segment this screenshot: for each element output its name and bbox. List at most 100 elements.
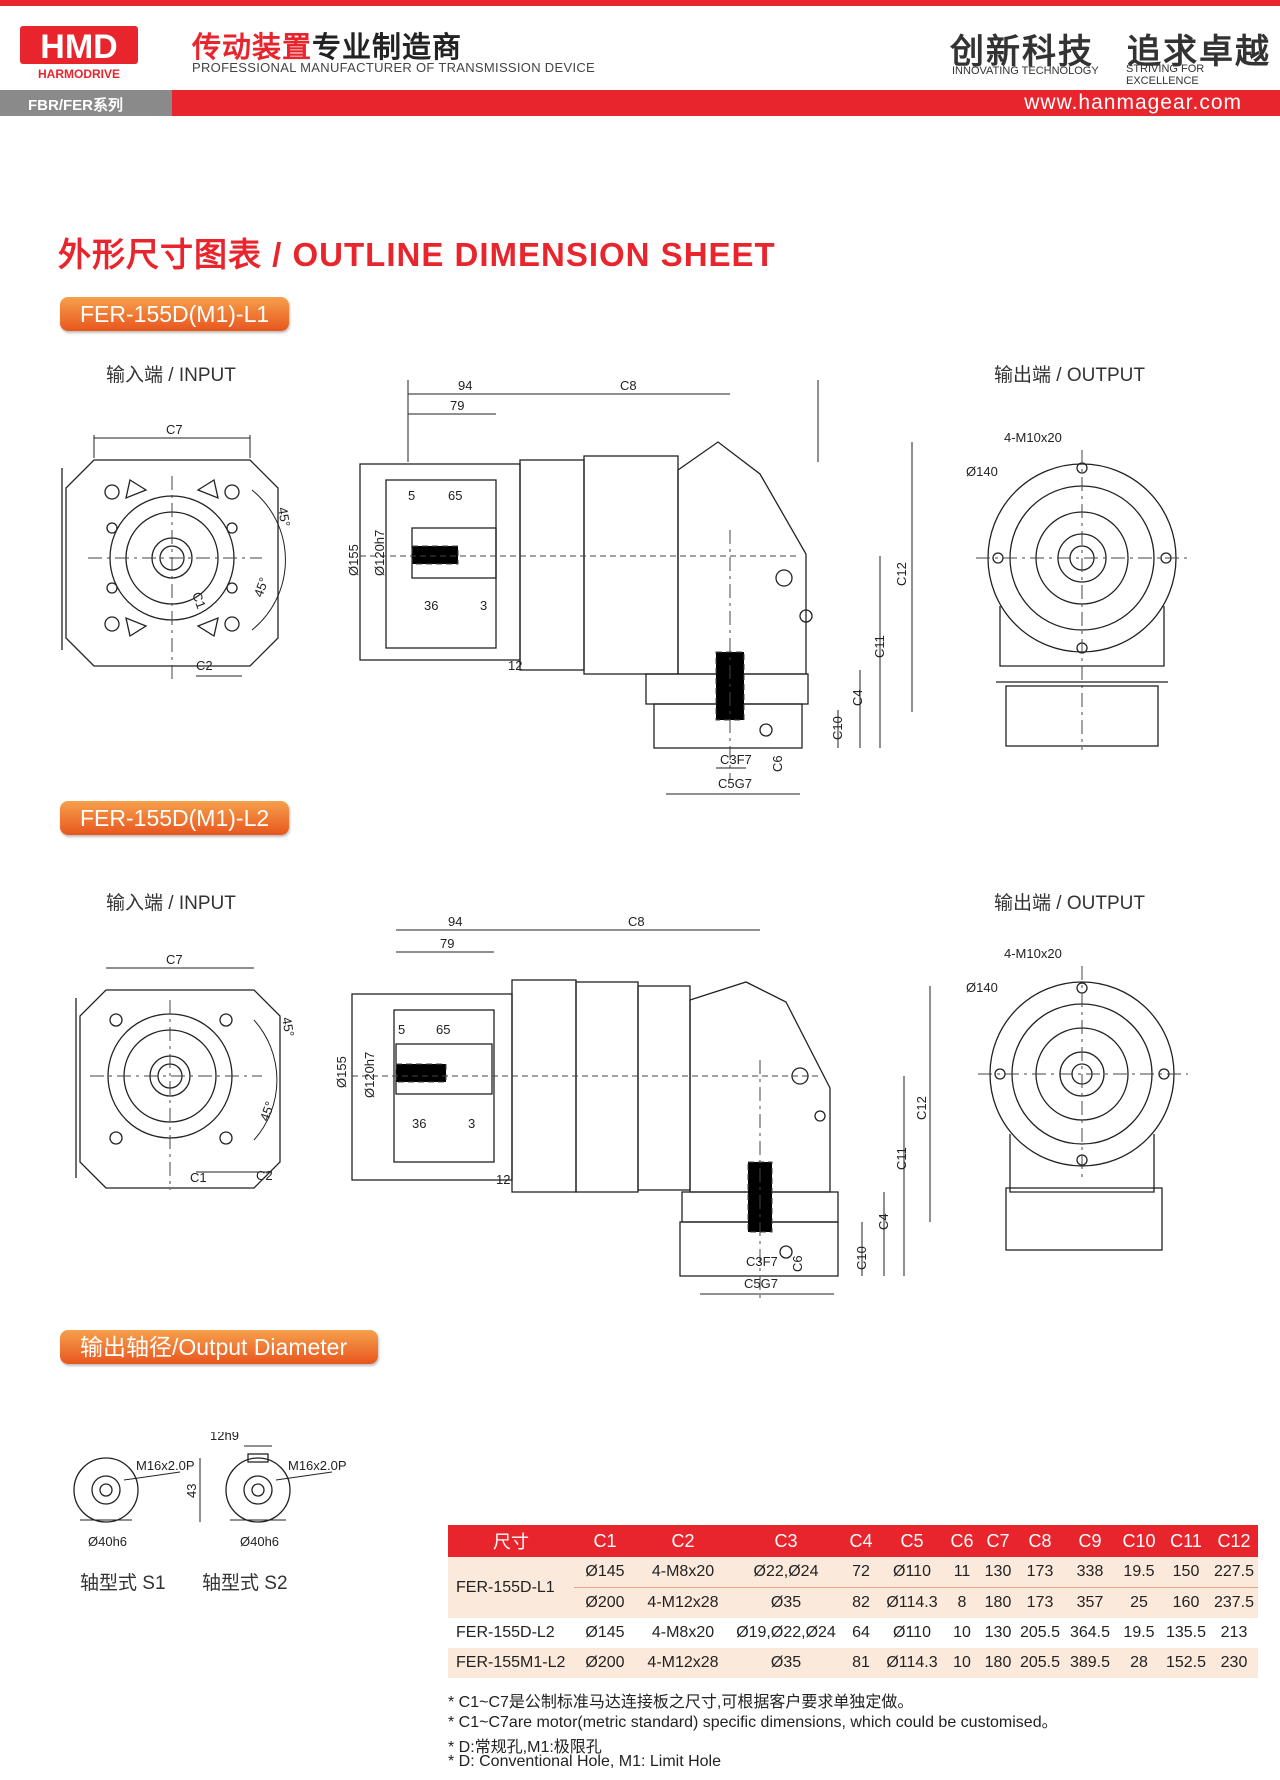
dim-12-l1: 12	[508, 658, 522, 673]
cell: Ø22,Ø24	[730, 1557, 842, 1588]
cell: Ø114.3	[880, 1648, 944, 1678]
slogan-striving: 追求卓越	[1127, 32, 1271, 72]
dim-5-l2: 5	[398, 1022, 405, 1037]
top-accent-line	[0, 0, 1280, 6]
dim-c1: C1	[189, 590, 209, 611]
dim-c8-l1: C8	[620, 380, 637, 393]
table-row: FER-155M1-L2 Ø200 4-M12x28 Ø35 81 Ø114.3…	[448, 1648, 1258, 1678]
model-cell: FER-155D-L1	[448, 1557, 574, 1618]
cell: 180	[980, 1648, 1016, 1678]
cell: 180	[980, 1587, 1016, 1618]
note-2: * C1~C7are motor(metric standard) specif…	[448, 1714, 1058, 1731]
dim-c4-l2: C4	[876, 1213, 891, 1230]
cell: 130	[980, 1557, 1016, 1588]
dim-c5-l1: C5G7	[718, 776, 752, 791]
cell: Ø145	[574, 1618, 636, 1648]
thread-s2: M16x2.0P	[288, 1458, 347, 1473]
cell: Ø35	[730, 1587, 842, 1618]
model-cell: FER-155D-L2	[448, 1618, 574, 1648]
cell: 4-M8x20	[636, 1557, 730, 1588]
cell: 357	[1064, 1587, 1116, 1618]
dia-s1: Ø40h6	[88, 1534, 127, 1549]
dim-phi155-l2: Ø155	[334, 1056, 349, 1088]
dim-c12-l2: C12	[914, 1096, 929, 1120]
page-title: 外形尺寸图表 / OUTLINE DIMENSION SHEET	[58, 236, 776, 273]
cell: 205.5	[1016, 1618, 1064, 1648]
dim-c2: C2	[196, 658, 213, 673]
brand-chinese: 传动装置专业制造商	[192, 32, 463, 64]
cell: Ø200	[574, 1648, 636, 1678]
cell: Ø35	[730, 1648, 842, 1678]
cell: 10	[944, 1648, 980, 1678]
col-c4: C4	[842, 1525, 880, 1557]
table-row: Ø200 4-M12x28 Ø35 82 Ø114.3 8 180 173 35…	[448, 1587, 1258, 1618]
dim-12-l2: 12	[496, 1172, 510, 1187]
col-c8: C8	[1016, 1525, 1064, 1557]
note-1: * C1~C7是公制标准马达连接板之尺寸,可根据客户要求单独定做。	[448, 1694, 914, 1711]
cell: 11	[944, 1557, 980, 1588]
website-bar	[172, 90, 1280, 116]
col-c11: C11	[1162, 1525, 1210, 1557]
dim-45d: 45°	[257, 1099, 278, 1123]
col-c2: C2	[636, 1525, 730, 1557]
dim-c10-l1: C10	[830, 716, 845, 740]
dim-c11-l1: C11	[872, 635, 887, 658]
cell: 8	[944, 1587, 980, 1618]
slogan-striving-en: STRIVING FOR EXCELLENCE	[1126, 63, 1205, 87]
dim-c10-l2: C10	[854, 1246, 869, 1270]
dim-c6-l2: C6	[790, 1255, 805, 1272]
col-size: 尺寸	[448, 1525, 574, 1557]
dim-36-l2: 36	[412, 1116, 426, 1131]
shaft-s1-label: 轴型式 S1	[80, 1573, 166, 1594]
angle-housing	[677, 441, 807, 675]
dim-phi140-l2: Ø140	[966, 980, 998, 995]
dim-65-l2: 65	[436, 1022, 450, 1037]
dim-5-l1: 5	[408, 488, 415, 503]
brand-english: PROFESSIONAL MANUFACTURER OF TRANSMISSIO…	[192, 60, 596, 75]
note-3: * D:常规孔,M1:极限孔	[448, 1739, 602, 1756]
series-bar	[0, 90, 172, 116]
shaft-s2-label: 轴型式 S2	[202, 1573, 288, 1594]
dim-65-l1: 65	[448, 488, 462, 503]
dim-3-l1: 3	[480, 598, 487, 613]
note-4: * D: Conventional Hole, M1: Limit Hole	[448, 1753, 722, 1770]
dim-c12-l1: C12	[894, 562, 909, 586]
col-c7: C7	[980, 1525, 1016, 1557]
shaft-s2	[225, 1457, 291, 1523]
drawing-l2: C7 C1 C2 45° 45° C9 C8 94 79 5 65 36	[75, 914, 1188, 1298]
dim-phi155-l1: Ø155	[346, 544, 361, 576]
cell: Ø114.3	[880, 1587, 944, 1618]
input-flange-outline	[65, 459, 279, 667]
cell: Ø110	[880, 1618, 944, 1648]
cell: 10	[944, 1618, 980, 1648]
col-c1: C1	[574, 1525, 636, 1557]
cell: 4-M8x20	[636, 1618, 730, 1648]
dim-c6-l1: C6	[770, 755, 785, 772]
dim-79-l1: 79	[450, 398, 464, 413]
dim-bolt-l1: 4-M10x20	[1004, 430, 1062, 445]
cell: Ø19,Ø22,Ø24	[730, 1618, 842, 1648]
cell: 72	[842, 1557, 880, 1588]
dim-45b: 45°	[251, 575, 272, 599]
dim-79-l2: 79	[440, 936, 454, 951]
dim-3-l2: 3	[468, 1116, 475, 1131]
logo-text: HMD	[40, 28, 117, 66]
table-header-row: 尺寸 C1 C2 C3 C4 C5 C6 C7 C8 C9 C10 C11 C1…	[448, 1525, 1258, 1557]
table-row: FER-155D-L1 Ø145 4-M8x20 Ø22,Ø24 72 Ø110…	[448, 1557, 1258, 1618]
col-c3: C3	[730, 1525, 842, 1557]
cell: 81	[842, 1648, 880, 1678]
dim-phi120-l2: Ø120h7	[362, 1052, 377, 1098]
website-link[interactable]: www.hanmagear.com	[1024, 91, 1242, 114]
cell: 4-M12x28	[636, 1587, 730, 1618]
model-pill-l2: FER-155D(M1)-L2	[60, 801, 290, 835]
table-row: FER-155D-L2 Ø145 4-M8x20 Ø19,Ø22,Ø24 64 …	[448, 1618, 1258, 1648]
dim-phi120-l1: Ø120h7	[372, 530, 387, 576]
gear-housing	[583, 455, 679, 675]
cell: 205.5	[1016, 1648, 1064, 1678]
spec-table: 尺寸 C1 C2 C3 C4 C5 C6 C7 C8 C9 C10 C11 C1…	[448, 1525, 1258, 1678]
dim-c7: C7	[166, 422, 183, 437]
cell: 150	[1162, 1557, 1210, 1588]
company-logo: HMD HARMODRIVE	[20, 20, 138, 82]
shaft-s1	[73, 1457, 139, 1523]
cell: 173	[1016, 1557, 1064, 1588]
